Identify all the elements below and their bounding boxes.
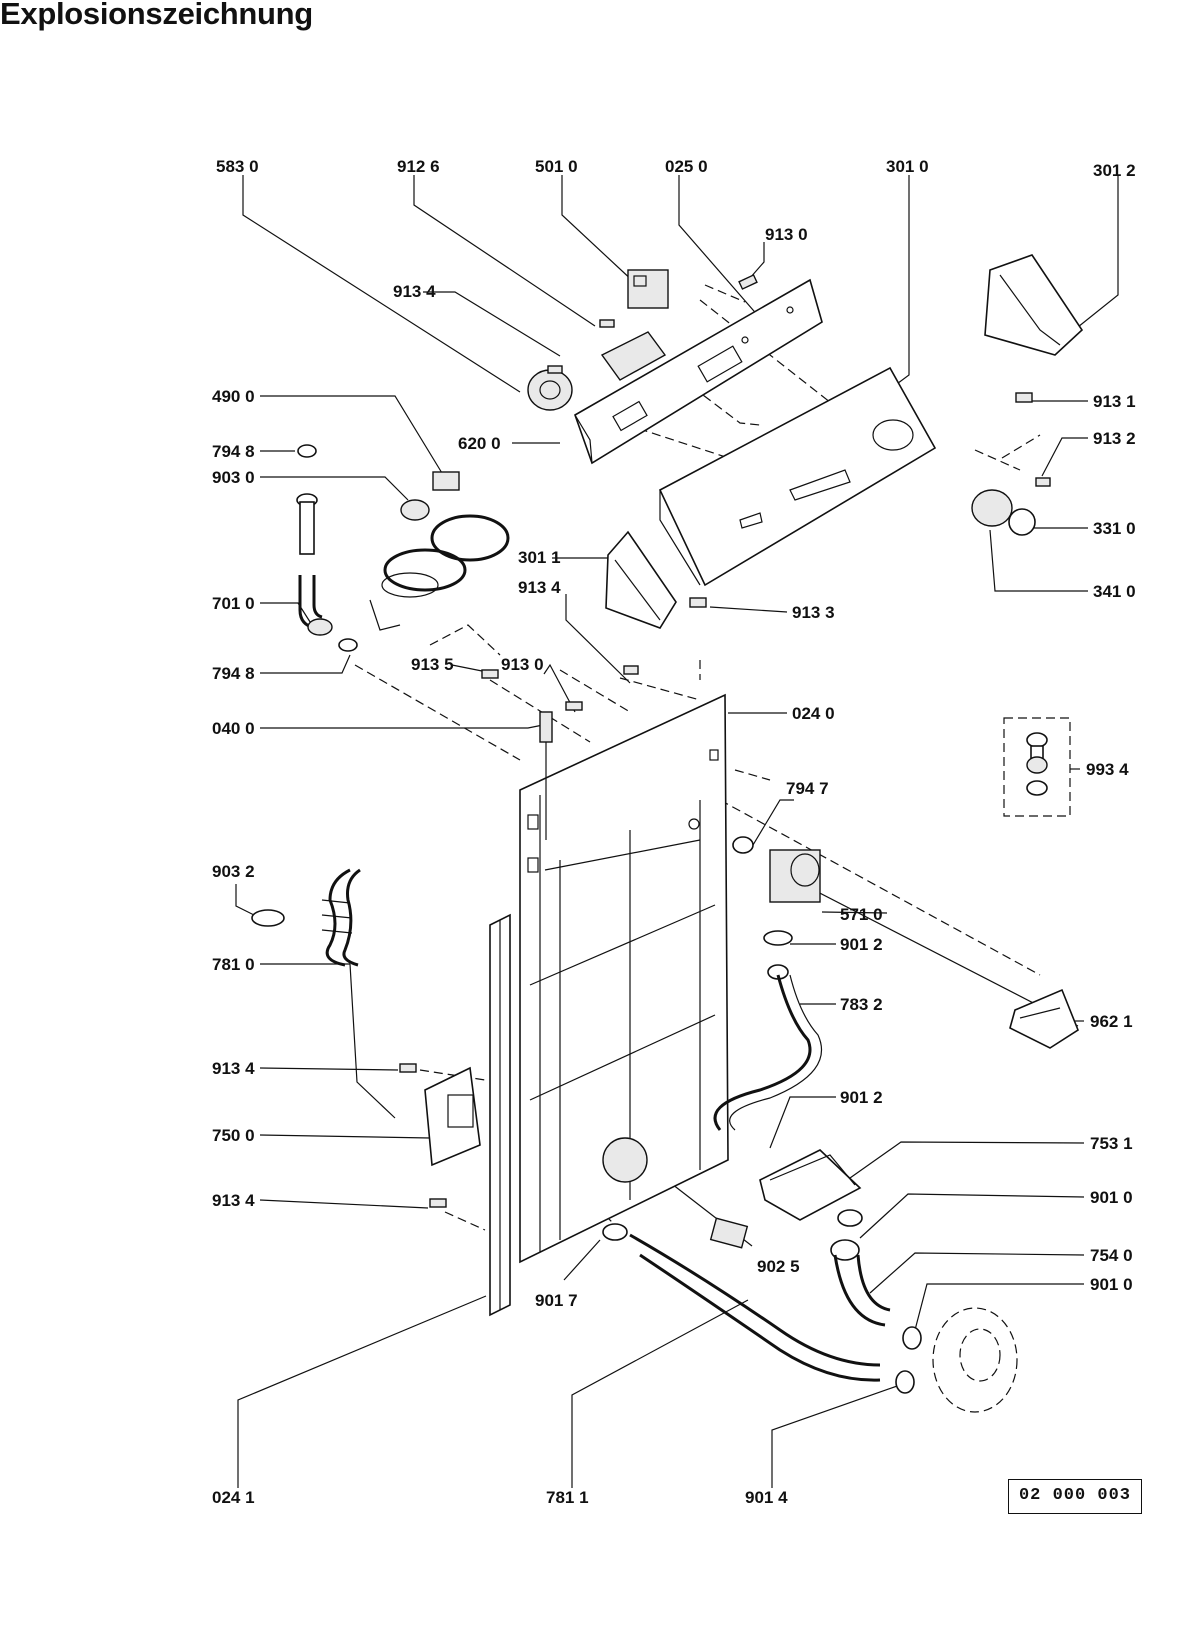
callout-794-7: 794 7 bbox=[786, 779, 829, 798]
inlet-hose bbox=[296, 493, 333, 636]
callout-901-0-upper: 901 0 bbox=[1090, 1188, 1133, 1207]
callout-794-8-mid: 794 8 bbox=[212, 664, 255, 683]
callout-620-0: 620 0 bbox=[458, 434, 501, 453]
callout-901-4: 901 4 bbox=[745, 1488, 788, 1507]
callout-913-4-bottom: 913 4 bbox=[212, 1191, 255, 1210]
callout-571-0: 571 0 bbox=[840, 905, 883, 924]
pressure-switch bbox=[732, 836, 821, 903]
callout-781-1: 781 1 bbox=[546, 1488, 589, 1507]
callout-501-0: 501 0 bbox=[535, 157, 578, 176]
drain-pump bbox=[424, 1066, 481, 1167]
callout-913-0-top: 913 0 bbox=[765, 225, 808, 244]
knob-assembly bbox=[971, 489, 1036, 536]
callout-912-6: 912 6 bbox=[397, 157, 440, 176]
callout-331-0: 331 0 bbox=[1093, 519, 1136, 538]
callout-753-1: 753 1 bbox=[1090, 1134, 1133, 1153]
callout-913-4-mid: 913 4 bbox=[518, 578, 561, 597]
callout-903-2: 903 2 bbox=[212, 862, 255, 881]
part-9025 bbox=[602, 1137, 749, 1249]
callout-781-0: 781 0 bbox=[212, 955, 255, 974]
clamps-lower bbox=[895, 1326, 922, 1394]
callout-913-4-lower: 913 4 bbox=[212, 1059, 255, 1078]
side-rail bbox=[489, 913, 511, 1317]
callout-783-2: 783 2 bbox=[840, 995, 883, 1014]
screws bbox=[399, 274, 1051, 1208]
kit-box-9934 bbox=[1003, 717, 1071, 817]
callout-490-0: 490 0 bbox=[212, 387, 255, 406]
pressure-hose bbox=[713, 964, 823, 1131]
washers bbox=[297, 444, 358, 652]
callout-901-2-upper: 901 2 bbox=[840, 935, 883, 954]
terminal-block bbox=[600, 331, 667, 381]
callout-794-8-top: 794 8 bbox=[212, 442, 255, 461]
hose-7540 bbox=[830, 1209, 891, 1327]
panel-bracket bbox=[574, 278, 823, 465]
callout-901-7: 901 7 bbox=[535, 1291, 578, 1310]
part-7531 bbox=[759, 1149, 862, 1221]
callout-901-0-lower: 901 0 bbox=[1090, 1275, 1133, 1294]
clamp-9032 bbox=[251, 909, 285, 927]
callout-902-5: 902 5 bbox=[757, 1257, 800, 1276]
callout-901-2-lower: 901 2 bbox=[840, 1088, 883, 1107]
tub-outline bbox=[932, 1307, 1018, 1413]
callout-024-1: 024 1 bbox=[212, 1488, 255, 1507]
callout-913-1: 913 1 bbox=[1093, 392, 1136, 411]
callout-913-3: 913 3 bbox=[792, 603, 835, 622]
callout-025-0: 025 0 bbox=[665, 157, 708, 176]
callout-962-1: 962 1 bbox=[1090, 1012, 1133, 1031]
clamp-9017 bbox=[602, 1223, 628, 1241]
strain-relief bbox=[400, 499, 430, 521]
callout-913-4-top: 913 4 bbox=[393, 282, 436, 301]
callout-341-0: 341 0 bbox=[1093, 582, 1136, 601]
part-9621 bbox=[1009, 988, 1079, 1049]
callout-040-0: 040 0 bbox=[212, 719, 255, 738]
callout-301-2: 301 2 bbox=[1093, 161, 1136, 180]
power-cord bbox=[369, 471, 510, 631]
control-panel bbox=[658, 366, 937, 587]
clamp-9012 bbox=[763, 930, 793, 946]
end-cap-right bbox=[984, 254, 1084, 356]
drain-hose bbox=[321, 868, 361, 967]
callout-913-5: 913 5 bbox=[411, 655, 454, 674]
callout-993-4: 993 4 bbox=[1086, 760, 1129, 779]
callout-583-0: 583 0 bbox=[216, 157, 259, 176]
callout-labels: 583 0 912 6 501 0 025 0 301 0 301 2 913 … bbox=[212, 157, 1136, 1507]
switch-part bbox=[627, 269, 669, 309]
page-title: Explosionszeichnung bbox=[0, 0, 313, 31]
callout-913-0-mid: 913 0 bbox=[501, 655, 544, 674]
drain-hose-lower bbox=[629, 1233, 881, 1382]
end-cap-left bbox=[605, 530, 677, 629]
leader-lines bbox=[235, 175, 1119, 1488]
hose-bracket bbox=[539, 711, 553, 840]
callout-024-0: 024 0 bbox=[792, 704, 835, 723]
callout-913-2: 913 2 bbox=[1093, 429, 1136, 448]
callout-301-1: 301 1 bbox=[518, 548, 561, 567]
callout-701-0: 701 0 bbox=[212, 594, 255, 613]
callout-301-0: 301 0 bbox=[886, 157, 929, 176]
drawing-number: 02 000 003 bbox=[1008, 1479, 1142, 1514]
callout-754-0: 754 0 bbox=[1090, 1246, 1133, 1265]
callout-903-0: 903 0 bbox=[212, 468, 255, 487]
timer-part bbox=[527, 369, 573, 411]
assembly-lines bbox=[354, 284, 1041, 1231]
callout-750-0: 750 0 bbox=[212, 1126, 255, 1145]
